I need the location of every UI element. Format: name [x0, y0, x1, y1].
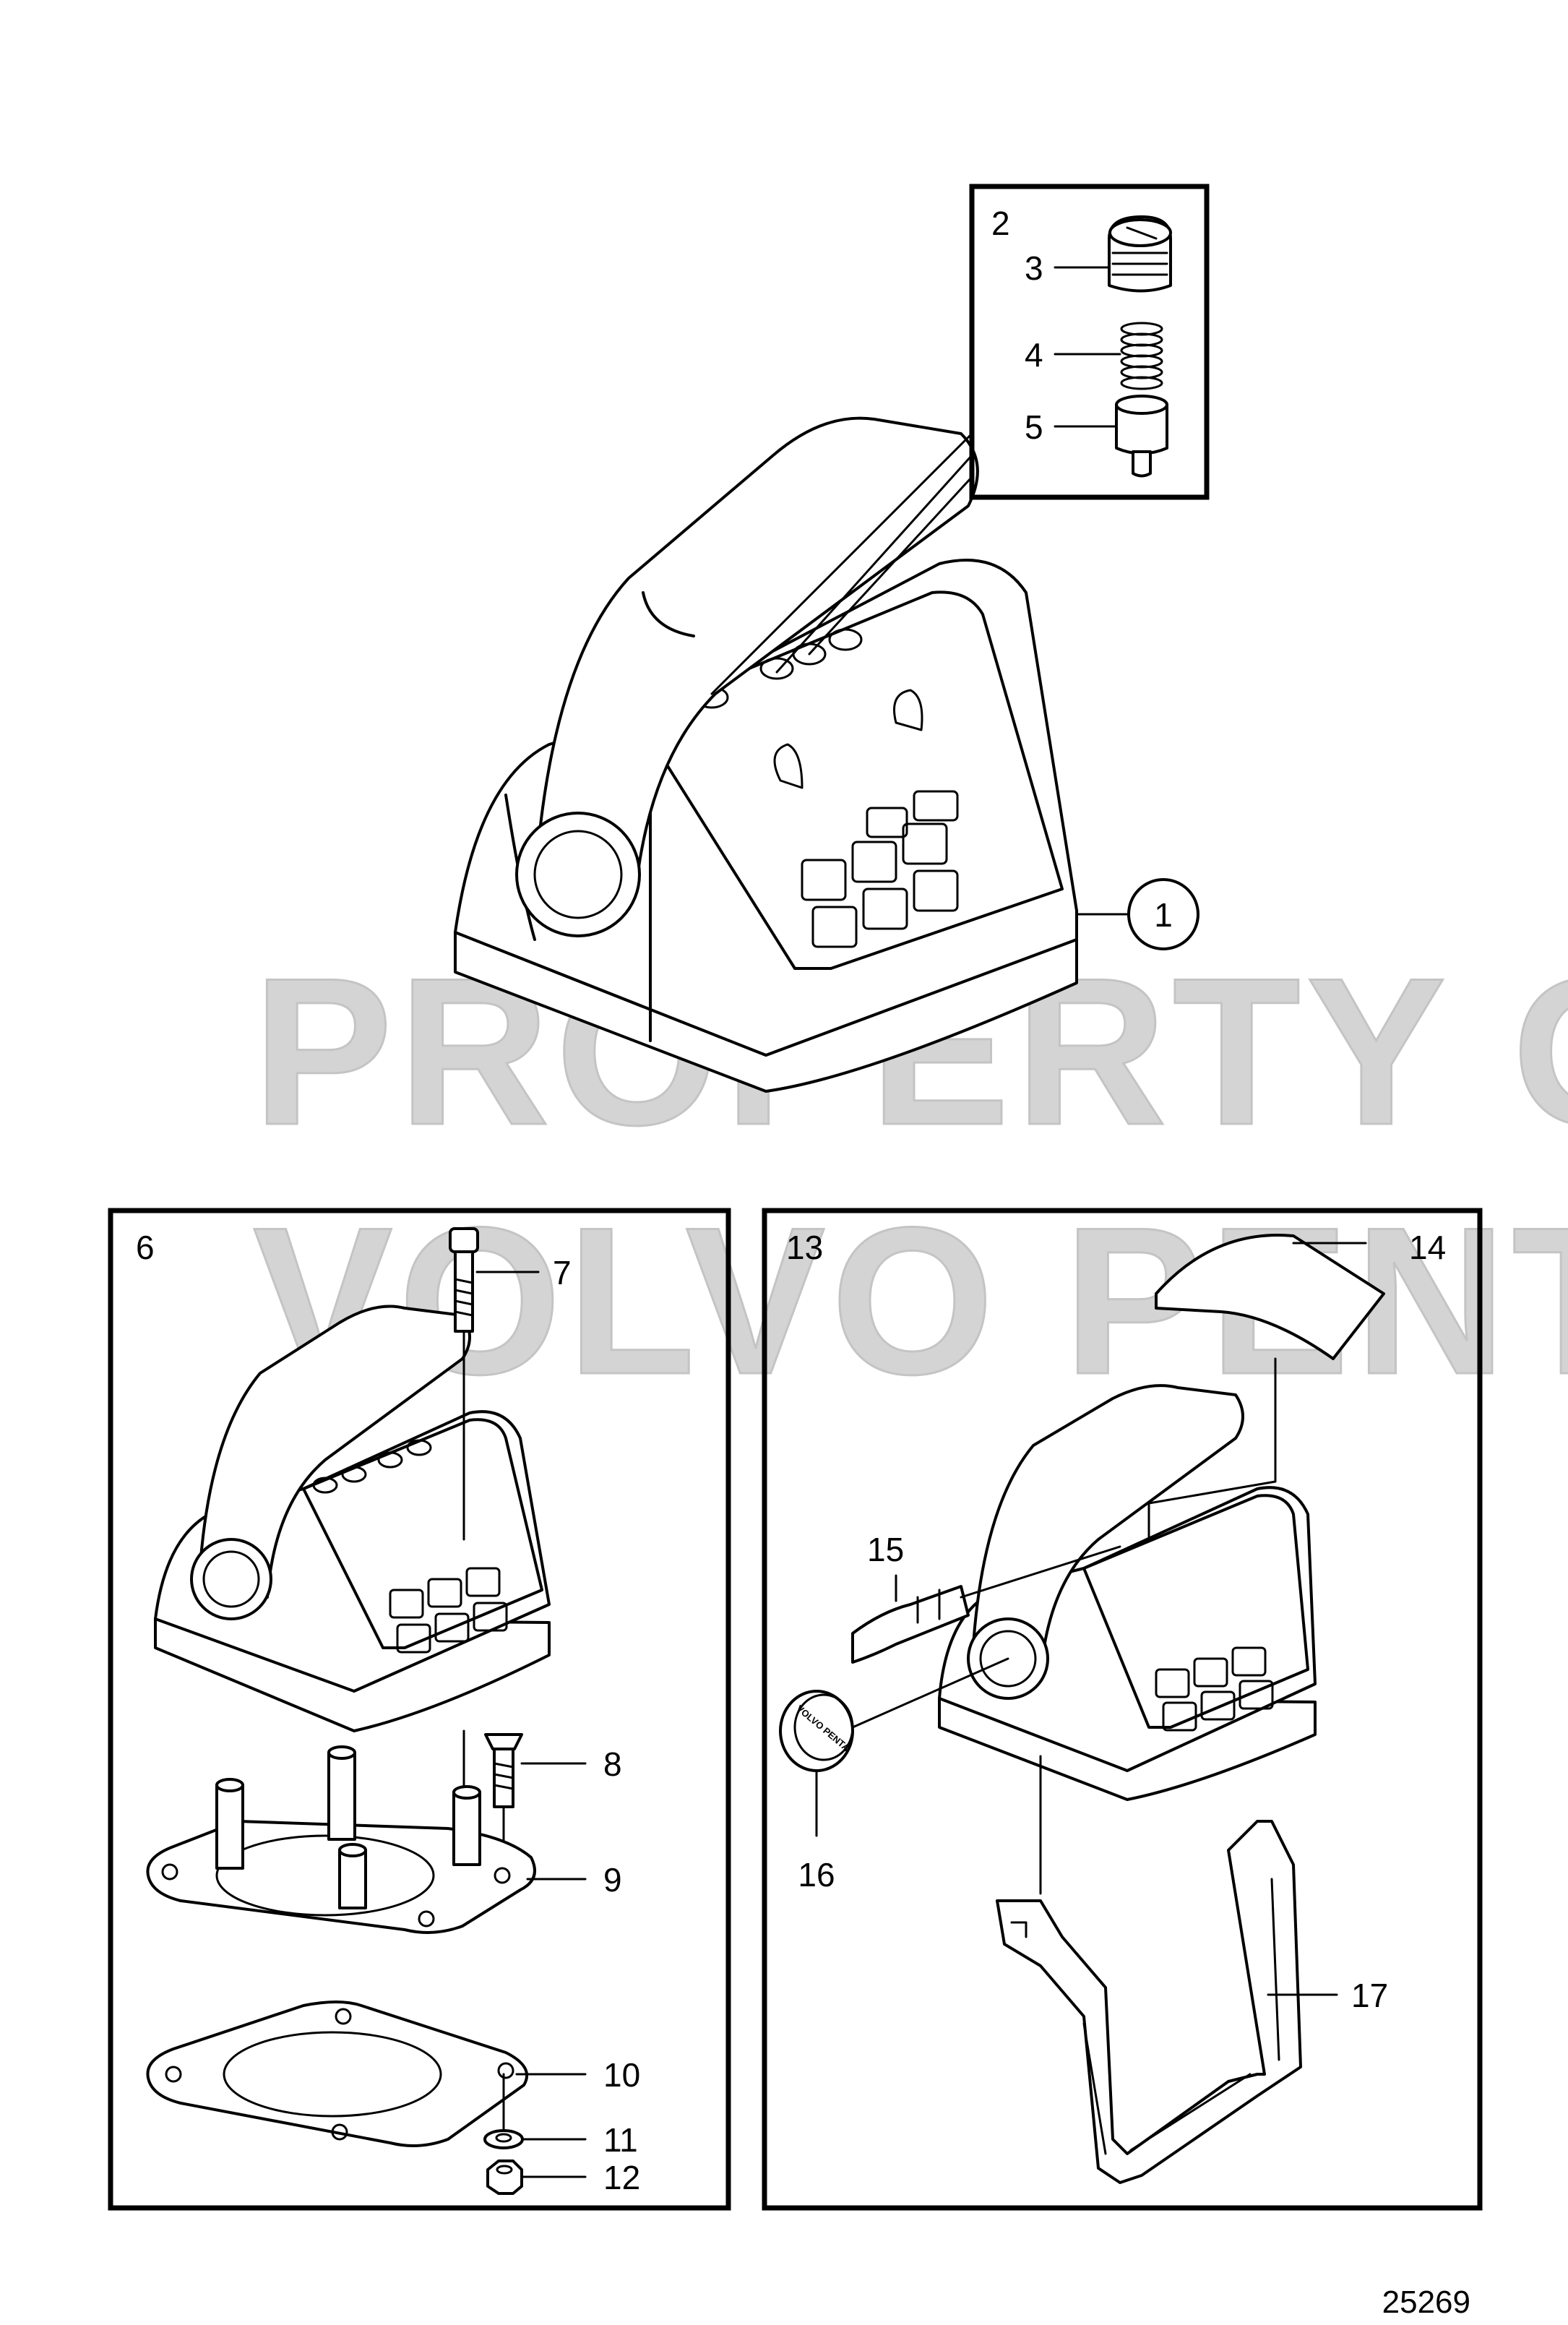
nut: [486, 2159, 523, 2195]
long-bolt: [449, 1227, 479, 1541]
figure-number: 25269: [1382, 2285, 1470, 2320]
callout-10: 10: [603, 2056, 640, 2094]
callout-13: 13: [786, 1229, 823, 1266]
mounting-bracket: [996, 1820, 1302, 2184]
side-cover: [851, 1585, 970, 1664]
detent-spring: [1120, 322, 1163, 390]
control-unit-cover-view: [938, 1384, 1317, 1801]
detent-screw: [1108, 215, 1172, 293]
callout-7: 7: [553, 1254, 572, 1292]
callout-16: 16: [798, 1856, 835, 1894]
logo-cap: VOLVO PENTA: [779, 1690, 854, 1772]
callout-11: 11: [603, 2121, 638, 2159]
callout-17: 17: [1351, 1977, 1388, 2014]
callout-2: 2: [991, 205, 1010, 242]
callout-12: 12: [603, 2159, 640, 2196]
control-unit-small: [154, 1305, 551, 1732]
detent-inset-box: 2 3 4 5: [710, 184, 1210, 695]
callout-6: 6: [136, 1229, 155, 1266]
callout-15: 15: [867, 1531, 904, 1568]
control-unit-main: 1: [454, 416, 1199, 1093]
mounting-kit-box: 6 7: [108, 1208, 731, 2211]
washer: [483, 2129, 524, 2149]
gasket: [146, 2000, 528, 2147]
cover-kit-box: 13 14 15: [762, 1208, 1483, 2211]
mounting-plate: [146, 1745, 536, 1934]
callout-14: 14: [1409, 1229, 1446, 1266]
button-grid: [801, 790, 959, 948]
callout-1: 1: [1154, 896, 1173, 934]
callout-9: 9: [603, 1861, 622, 1899]
top-cover: [1155, 1234, 1385, 1360]
callout-3: 3: [1025, 249, 1043, 287]
detent-plunger: [1115, 395, 1168, 478]
callout-4: 4: [1025, 336, 1043, 374]
callout-8: 8: [603, 1745, 622, 1783]
countersunk-screw: [484, 1733, 523, 1873]
callout-5: 5: [1025, 408, 1043, 446]
